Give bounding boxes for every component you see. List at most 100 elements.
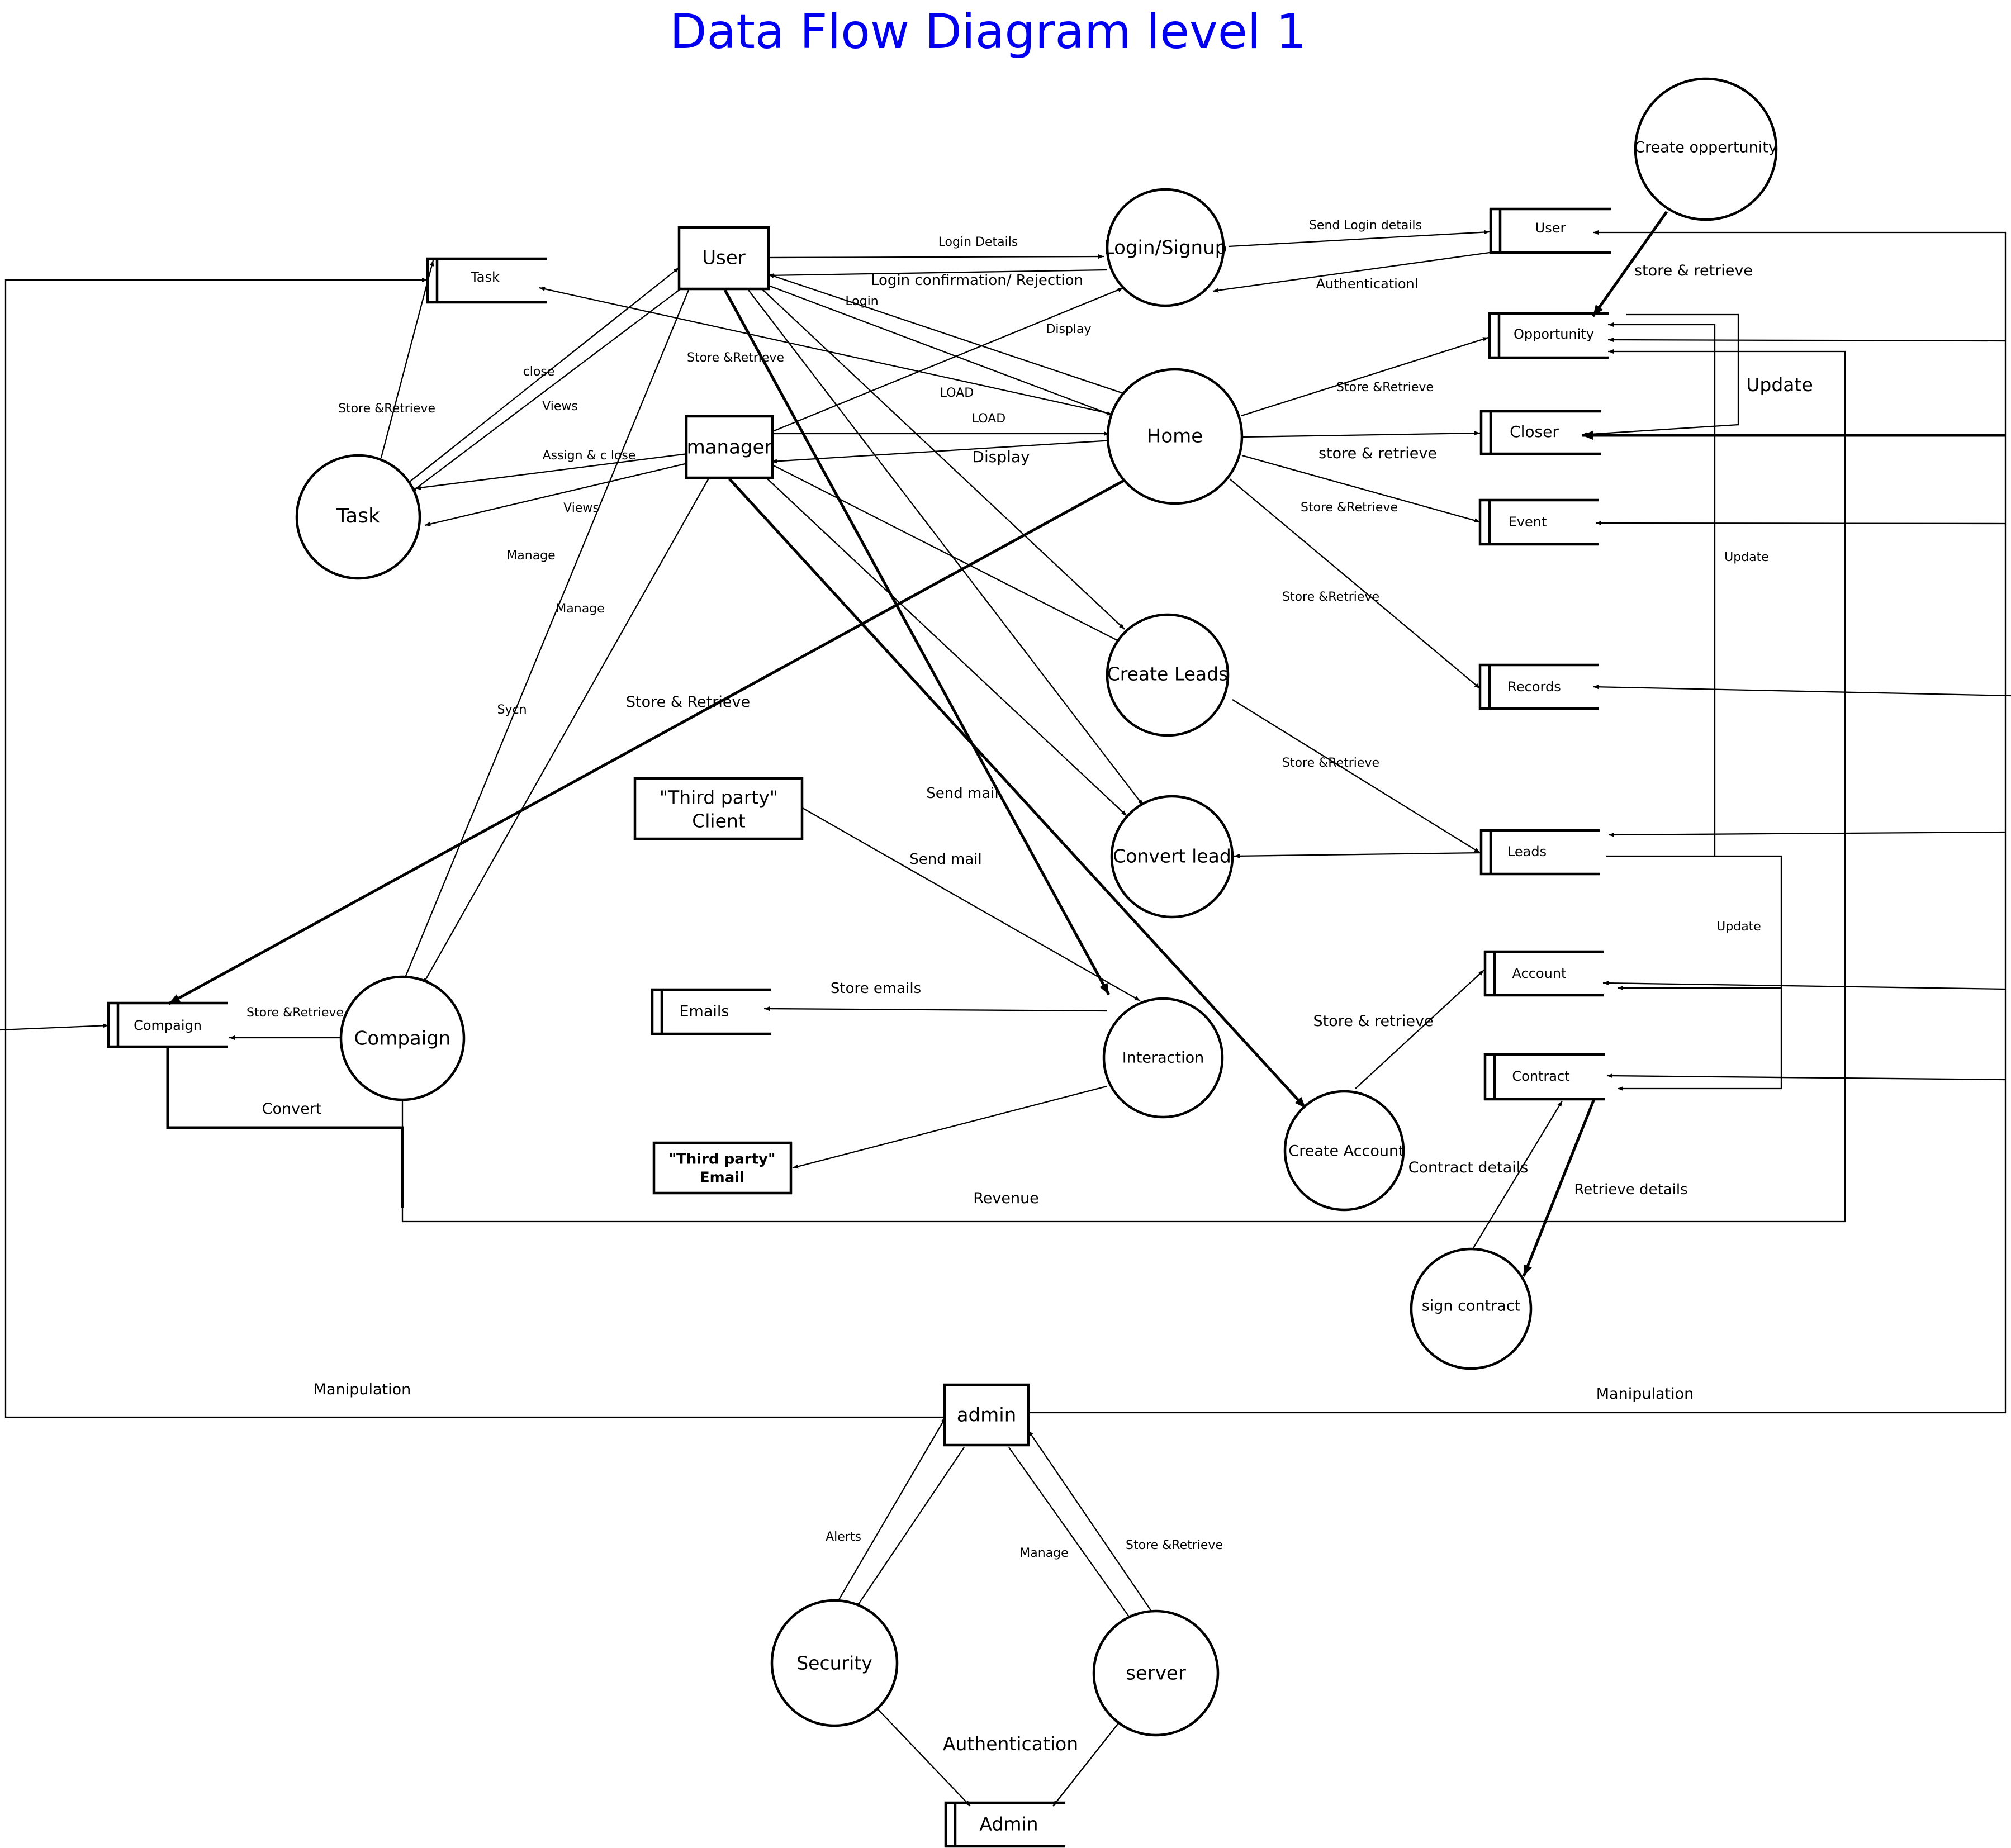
flow-create-leads-to-leads — [1232, 699, 1481, 853]
process-login-signup-label: Login/Signup — [1104, 237, 1227, 259]
flow-interaction-to-emails — [763, 1006, 1107, 1012]
flow-login-to-user — [768, 269, 1107, 278]
flow-sign-contract-to-contract — [1471, 1100, 1563, 1252]
label-update-1: Update — [1724, 550, 1769, 564]
diagram-title: Data Flow Diagram level 1 — [670, 4, 1306, 60]
flow-user-to-convert-lead — [748, 289, 1144, 806]
flow-user-to-login — [768, 254, 1104, 259]
label-retrieve-details: Retrieve details — [1574, 1181, 1687, 1198]
store-task: Task — [426, 257, 547, 304]
flow-manager-to-task-1 — [415, 453, 688, 490]
entity-user-label: User — [702, 247, 746, 269]
process-server-label: server — [1126, 1662, 1186, 1685]
label-load-1: LOAD — [940, 386, 974, 400]
label-manage-server: Manage — [1019, 1546, 1068, 1560]
flow-login-to-user-store — [1228, 230, 1490, 248]
label-display-small: Display — [1046, 322, 1091, 336]
flow-create-opp-to-opportunity — [1591, 211, 1668, 317]
store-opportunity-label: Opportunity — [1514, 326, 1594, 342]
flow-bus-to-event — [1595, 521, 2006, 526]
flow-revenue — [401, 349, 1846, 1223]
entity-manager-label: manager — [687, 436, 772, 459]
process-security: Security — [770, 1599, 899, 1727]
label-update-big: Update — [1746, 374, 1813, 396]
flow-admin-manipulation-left — [4, 278, 943, 1418]
entity-third-party-client-line-2: Client — [692, 810, 746, 832]
label-store-emails: Store emails — [831, 980, 921, 997]
label-send-mail-1: Send mail — [926, 785, 998, 802]
flow-user-store-to-login — [1212, 251, 1490, 293]
process-create-opportunity: Create oppertunity — [1634, 77, 1778, 221]
flow-server-to-admin — [1028, 1430, 1155, 1617]
process-create-leads: Create Leads — [1106, 613, 1230, 737]
store-compaign: Compaign — [107, 1001, 228, 1048]
flow-home-to-event — [1241, 454, 1481, 523]
store-event: Event — [1478, 498, 1599, 546]
store-emails: Emails — [651, 988, 771, 1035]
label-assign-close: Assign & c lose — [543, 449, 636, 463]
flow-user-to-create-leads — [761, 288, 1125, 630]
process-create-account: Create Account — [1283, 1090, 1405, 1212]
flow-labels: Login Details Login confirmation/ Reject… — [246, 218, 1813, 1755]
label-load-2: LOAD — [972, 412, 1006, 426]
entity-third-party-client: "Third party" Client — [633, 777, 804, 840]
label-send-login-details: Send Login details — [1309, 218, 1422, 232]
label-send-mail-2: Send mail — [909, 851, 981, 868]
store-contract-label: Contract — [1512, 1068, 1569, 1084]
flow-manager-to-compaign — [422, 478, 710, 985]
store-user-label: User — [1535, 220, 1566, 236]
flow-admin-to-server — [1008, 1447, 1132, 1621]
entity-manager: manager — [685, 415, 774, 479]
label-convert: Convert — [262, 1100, 322, 1118]
process-compaign-label: Compaign — [354, 1028, 451, 1050]
label-store-retrieve-closer: store & retrieve — [1318, 445, 1437, 462]
flow-manager-to-login — [771, 287, 1124, 433]
store-account-label: Account — [1512, 966, 1567, 981]
flow-task-to-task-store — [380, 260, 434, 458]
entity-user: User — [677, 226, 770, 291]
label-manage-2: Manage — [556, 602, 604, 616]
process-sign-contract: sign contract — [1410, 1247, 1533, 1370]
entity-third-party-email-line-2: Email — [700, 1170, 744, 1186]
external-entities: User manager admin "Third party" Client … — [633, 226, 1030, 1447]
entity-admin: admin — [943, 1383, 1030, 1447]
flow-home-to-opportunity — [1241, 336, 1489, 417]
process-create-account-label: Create Account — [1288, 1143, 1404, 1160]
process-convert-lead: Convert lead — [1110, 795, 1234, 919]
flow-security-to-admin-store — [877, 1708, 971, 1807]
process-interaction: Interaction — [1102, 997, 1224, 1119]
store-admin: Admin — [944, 1801, 1065, 1848]
flow-manager-to-create-account — [728, 478, 1307, 1109]
entity-admin-label: admin — [957, 1404, 1017, 1427]
label-manage-1: Manage — [506, 549, 555, 563]
label-manipulation-right: Manipulation — [1596, 1385, 1694, 1403]
flow-manager-to-create-leads — [771, 463, 1127, 646]
label-close: close — [523, 365, 555, 379]
flow-create-account-to-account — [1355, 970, 1484, 1089]
flow-user-to-interaction — [723, 289, 1111, 996]
store-records: Records — [1478, 663, 1599, 710]
label-login: Login — [845, 294, 878, 308]
label-contract-details: Contract details — [1408, 1159, 1529, 1176]
label-sycn: Sycn — [497, 703, 527, 717]
flow-lines — [0, 211, 2011, 1807]
label-views-1: Views — [542, 400, 578, 414]
store-event-label: Event — [1509, 514, 1547, 530]
flow-bus-to-records — [1592, 685, 2011, 697]
flow-admin-manipulation-right — [1028, 230, 2007, 1414]
flow-bus-to-account — [1602, 981, 2006, 990]
label-store-retrieve-user: Store &Retrieve — [687, 351, 784, 365]
process-task-label: Task — [336, 505, 380, 528]
flow-manager-to-task-2 — [424, 462, 688, 526]
label-store-retrieve-server: Store &Retrieve — [1126, 1538, 1223, 1552]
label-manipulation-left: Manipulation — [314, 1381, 411, 1398]
label-store-retrieve-task: Store &Retrieve — [338, 402, 435, 416]
store-account: Account — [1483, 950, 1604, 997]
process-security-label: Security — [796, 1652, 872, 1674]
process-create-leads-label: Create Leads — [1107, 663, 1229, 685]
entity-third-party-client-line-1: "Third party" — [660, 787, 778, 809]
flow-home-to-task-store — [539, 287, 1113, 415]
entity-third-party-email-line-1: "Third party" — [668, 1151, 775, 1168]
